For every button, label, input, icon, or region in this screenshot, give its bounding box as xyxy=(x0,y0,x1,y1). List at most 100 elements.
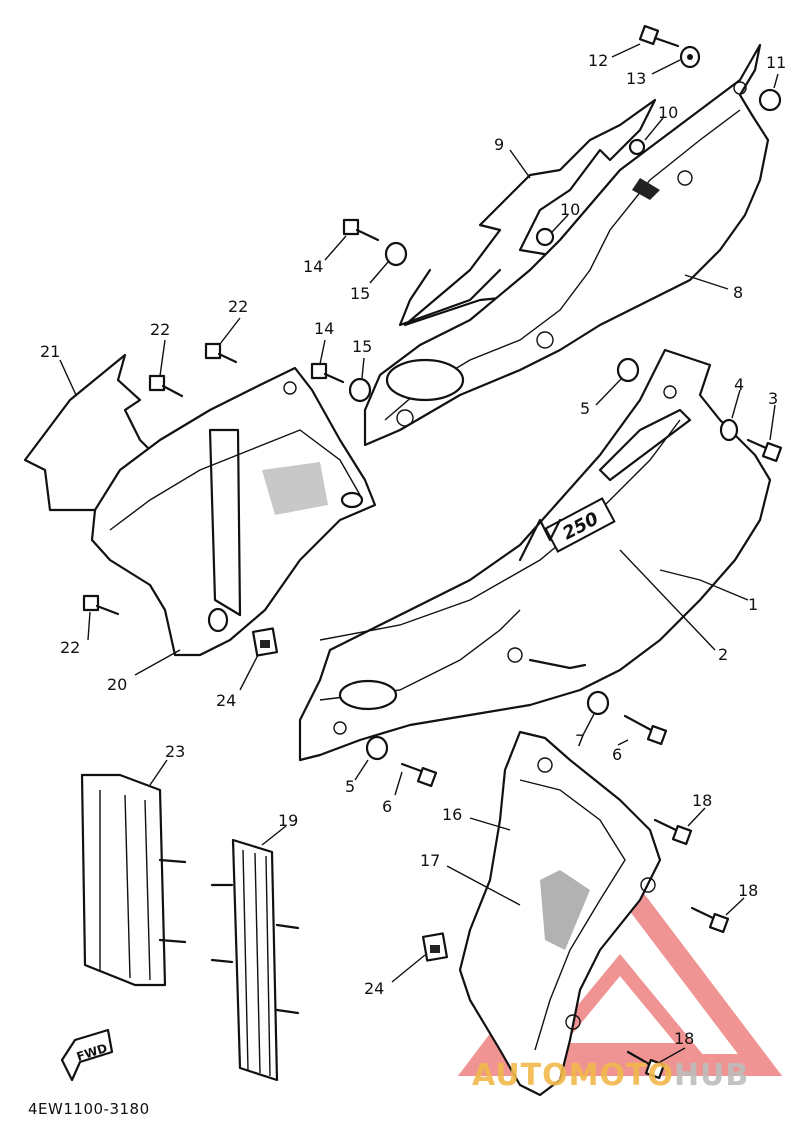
callout-18-c: 18 xyxy=(674,1029,694,1048)
part-20-inner-edge xyxy=(109,429,361,531)
part-20-recess xyxy=(262,462,328,515)
callout-23: 23 xyxy=(165,742,185,761)
callout-15-upper: 15 xyxy=(350,284,370,303)
callout-7: 7 xyxy=(575,731,585,750)
part-1-mount-hole-lower xyxy=(333,721,347,735)
callout-15-middle: 15 xyxy=(352,337,372,356)
part-1-vent-slot xyxy=(598,408,692,482)
watermark-text: AUTOMOTOHUB xyxy=(472,1058,749,1093)
part-22-bolt-a xyxy=(148,374,184,398)
callout-16: 16 xyxy=(442,805,462,824)
part-22-bolt-b xyxy=(204,342,238,364)
part-10-grommet-b xyxy=(535,227,555,247)
callout-5-lower: 5 xyxy=(345,777,355,796)
part-21-decal xyxy=(23,353,152,512)
callout-3: 3 xyxy=(768,389,778,408)
part-22-bolt-c xyxy=(82,594,120,616)
callout-12: 12 xyxy=(588,51,608,70)
part-1-main-side-cover xyxy=(298,348,772,762)
part-18-bolt-c xyxy=(626,1050,666,1080)
part-8-mount-hole-b xyxy=(536,331,554,349)
callout-18-b: 18 xyxy=(738,881,758,900)
callout-6-right: 6 xyxy=(612,745,622,764)
part-4-washer xyxy=(719,418,739,442)
watermark-part1: AUTOMOTO xyxy=(472,1058,674,1093)
part-16-mount-hole-top xyxy=(537,757,553,773)
part-1-lower-recess xyxy=(338,679,398,711)
part-24-clip-lower xyxy=(421,932,449,962)
callout-14-upper: 14 xyxy=(303,257,323,276)
part-1-mount-hole-upper xyxy=(663,385,677,399)
callout-24-upper: 24 xyxy=(216,691,236,710)
callout-22-c: 22 xyxy=(60,638,80,657)
part-18-bolt-b xyxy=(690,906,730,934)
callout-24-lower: 24 xyxy=(364,979,384,998)
callout-11: 11 xyxy=(766,53,786,72)
part-20-mount-hole xyxy=(283,381,297,395)
callout-5-upper: 5 xyxy=(580,399,590,418)
leader-lines xyxy=(59,43,779,1063)
callout-19: 19 xyxy=(278,811,298,830)
callout-20: 20 xyxy=(107,675,127,694)
callout-labels: 12 13 11 10 9 10 14 15 8 21 22 22 14 15 … xyxy=(40,51,786,1048)
callout-6-lower: 6 xyxy=(382,797,392,816)
part-16-mount-hole-mid xyxy=(640,877,656,893)
part-16-lower-side-cover xyxy=(458,730,662,1097)
part-24-clip-upper xyxy=(251,627,279,657)
callout-22-b: 22 xyxy=(228,297,248,316)
part-18-bolt-a xyxy=(653,818,693,846)
part-6-bolt-lower xyxy=(400,762,438,788)
part-20-boss xyxy=(340,491,364,509)
callout-17: 17 xyxy=(420,851,440,870)
callout-14-middle: 14 xyxy=(314,319,334,338)
fwd-arrow: FWD xyxy=(60,1028,114,1082)
part-15-collar-upper xyxy=(384,241,408,267)
callout-13: 13 xyxy=(626,69,646,88)
part-5-collar-lower xyxy=(365,735,389,761)
part-14-bolt-upper xyxy=(342,218,380,242)
part-1-upper-edge xyxy=(319,419,681,641)
part-6-bolt-right xyxy=(623,714,668,746)
callout-10-lower: 10 xyxy=(560,200,580,219)
drawing-code: 4EW1100-3180 xyxy=(28,1100,150,1118)
part-20-left-side-cover xyxy=(90,366,377,657)
part-20-grommet xyxy=(207,607,229,633)
part-15-collar-middle xyxy=(348,377,372,403)
callout-21: 21 xyxy=(40,342,60,361)
part-12-bolt xyxy=(638,24,680,48)
watermark-part2: HUB xyxy=(673,1058,750,1093)
part-1-tab xyxy=(528,658,587,670)
callout-9: 9 xyxy=(494,135,504,154)
part-8-lower-boss xyxy=(385,358,465,402)
part-10-grommet-a xyxy=(628,138,646,156)
callout-10-upper: 10 xyxy=(658,103,678,122)
part-3-bolt xyxy=(746,438,783,463)
callout-2: 2 xyxy=(718,645,728,664)
part-11-nut xyxy=(758,88,782,112)
callout-1: 1 xyxy=(748,595,758,614)
callout-22-a: 22 xyxy=(150,320,170,339)
part-8-mount-hole-d xyxy=(733,81,747,95)
part-13-washer-hole xyxy=(687,54,693,60)
part-1-mount-hole-middle xyxy=(507,647,523,663)
part-8-upper-side-cover xyxy=(363,43,770,447)
part-14-bolt-middle xyxy=(310,362,345,384)
part-8-mount-hole-c xyxy=(677,170,693,186)
part-16-inner-edge xyxy=(519,779,626,1051)
part-8-mount-hole-a xyxy=(396,409,414,427)
callout-4: 4 xyxy=(734,375,744,394)
part-20-rib xyxy=(208,428,242,617)
part-2-graphic-stroke xyxy=(518,518,562,562)
part-9-decal-lower xyxy=(398,268,502,327)
part-7-collar xyxy=(586,690,610,716)
part-23-radiator-guard xyxy=(80,773,187,987)
part-16-mount-hole-bottom xyxy=(565,1014,581,1030)
part-19-radiator-grille xyxy=(210,838,300,1082)
callout-8: 8 xyxy=(733,283,743,302)
part-5-collar-upper xyxy=(616,357,640,383)
callout-18-a: 18 xyxy=(692,791,712,810)
part-8-shade xyxy=(632,178,660,200)
part-17-graphic xyxy=(540,870,590,950)
